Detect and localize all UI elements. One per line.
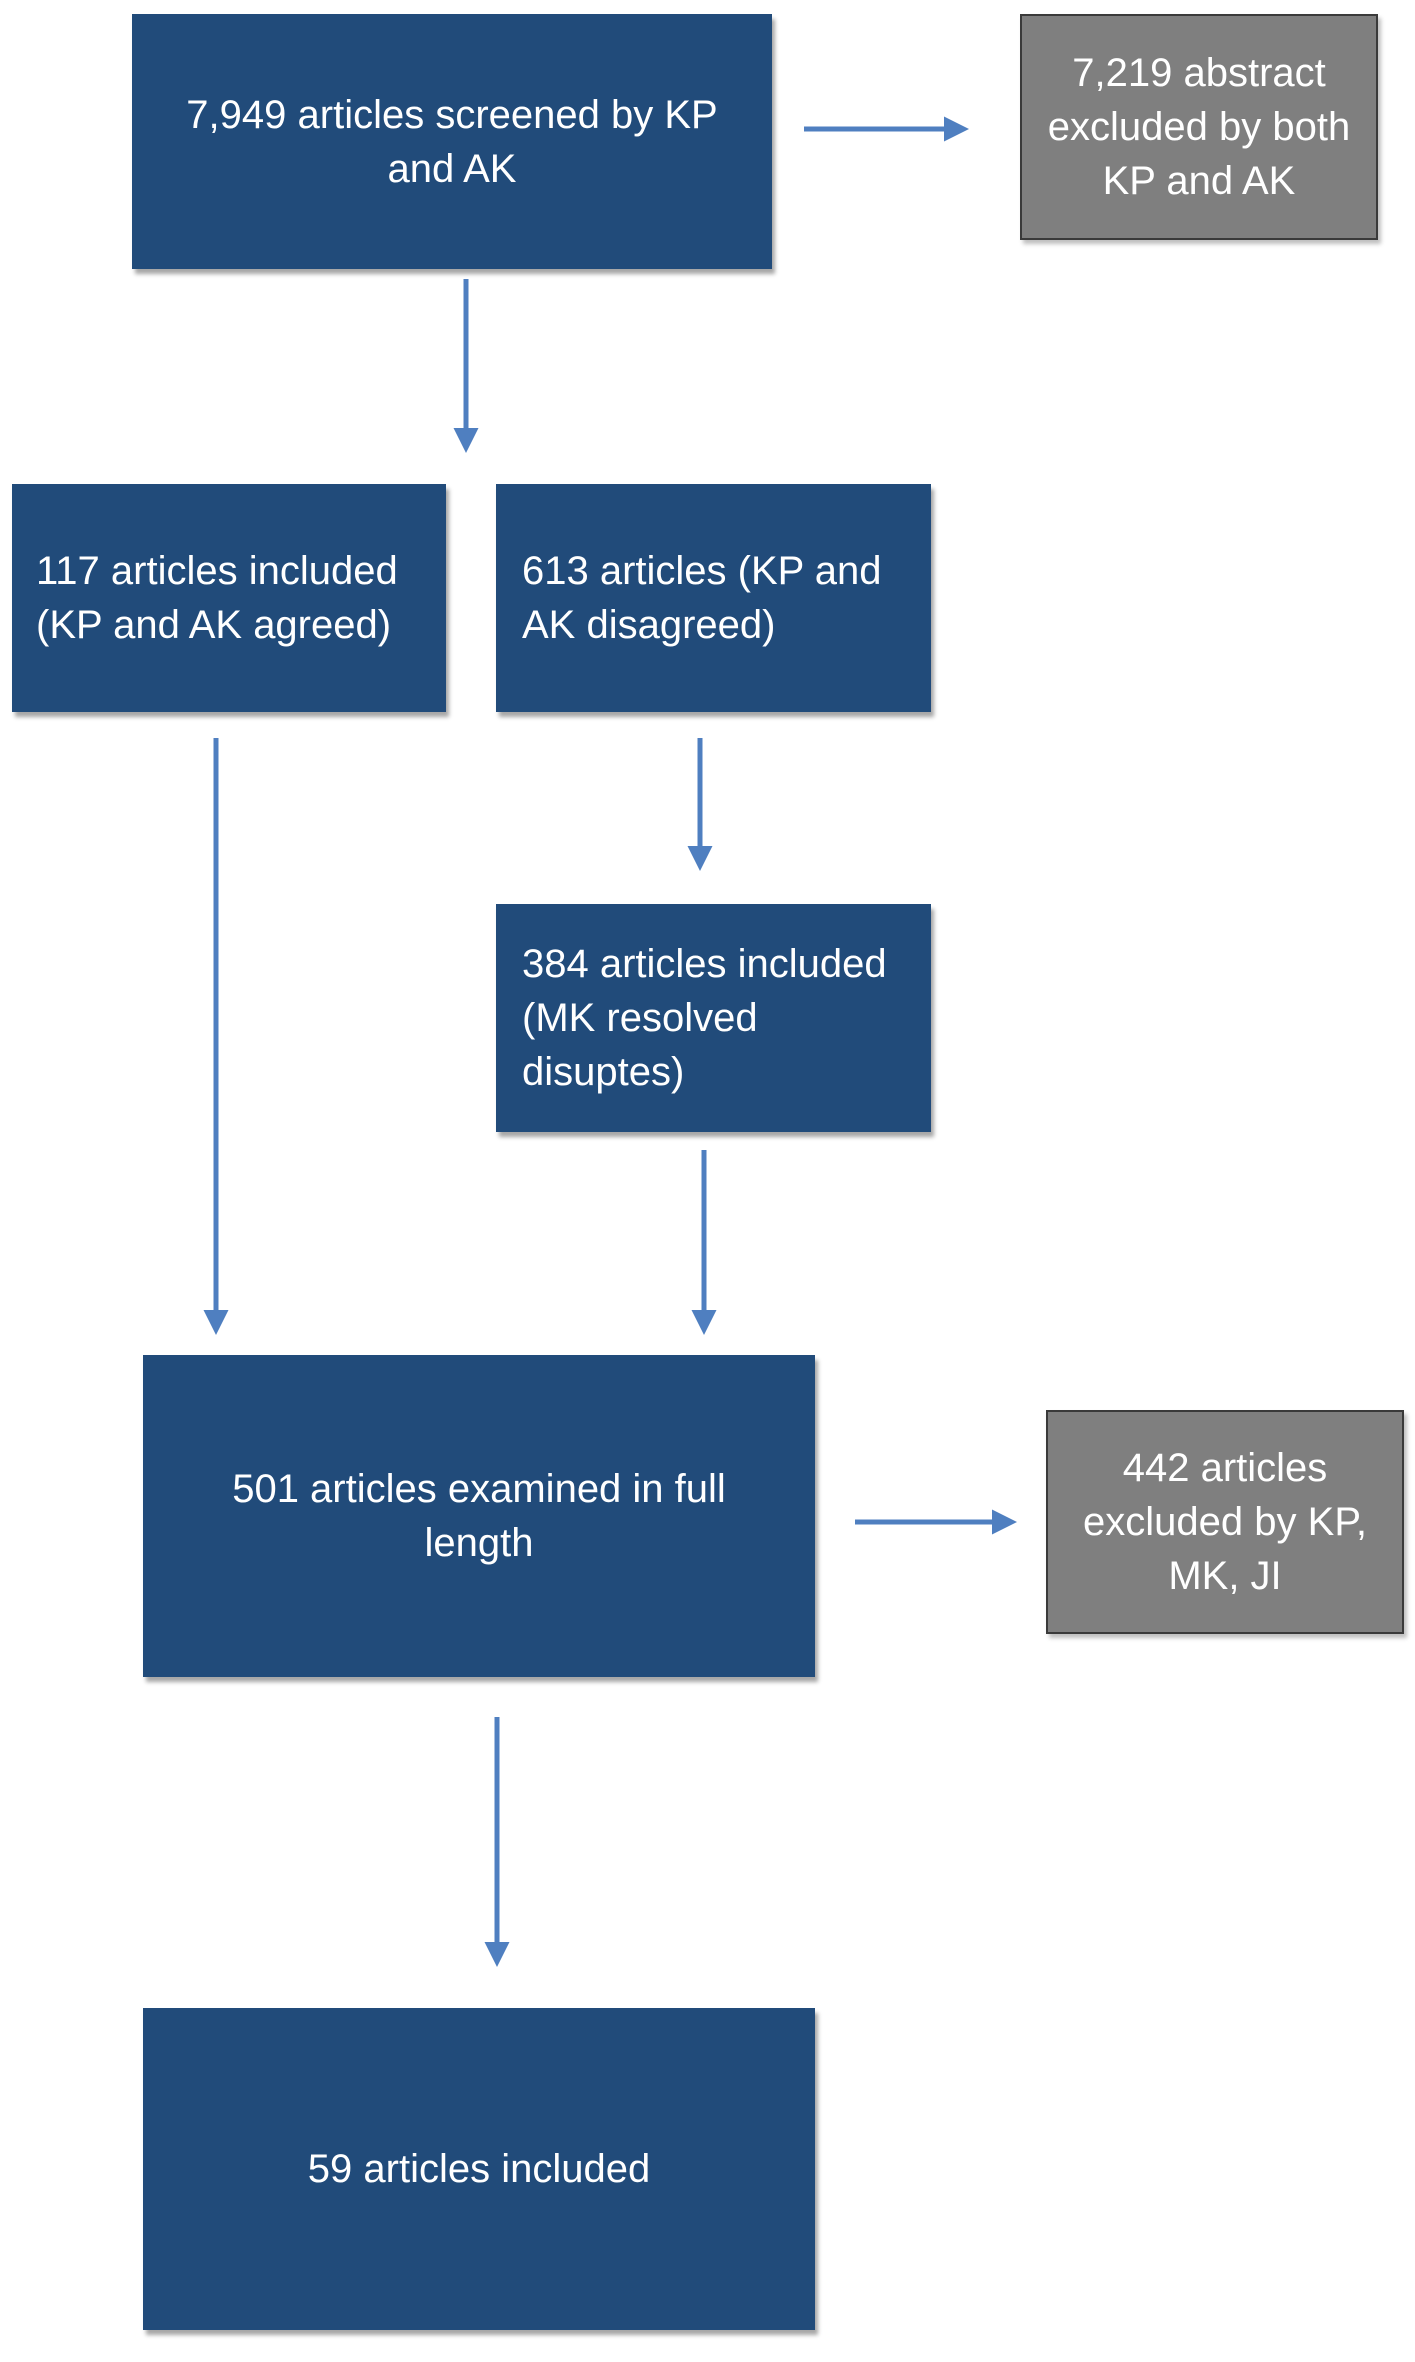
final-included-text: 59 articles included	[307, 2147, 651, 2191]
disagreed-text: 613 articles (KP and AK disagreed)	[522, 549, 882, 647]
included-agreed-box: 117 articles included (KP and AK agreed)	[12, 484, 446, 712]
disagreed-box: 613 articles (KP and AK disagreed)	[496, 484, 931, 712]
final-included-box: 59 articles included	[143, 2008, 815, 2330]
included-resolved-text: 384 articles included (MK resolved disup…	[522, 942, 887, 1094]
included-resolved-box: 384 articles included (MK resolved disup…	[496, 904, 931, 1132]
screened-articles-box: 7,949 articles screened by KP and AK	[132, 14, 772, 269]
screened-articles-text: 7,949 articles screened by KP and AK	[186, 92, 718, 191]
full-excluded-text: 442 articles excluded by KP, MK, JI	[1083, 1446, 1367, 1598]
full-length-text: 501 articles examined in full length	[232, 1467, 726, 1565]
abstract-excluded-text: 7,219 abstract excluded by both KP and A…	[1047, 51, 1351, 203]
full-length-box: 501 articles examined in full length	[143, 1355, 815, 1677]
full-excluded-box: 442 articles excluded by KP, MK, JI	[1046, 1410, 1404, 1634]
abstract-excluded-box: 7,219 abstract excluded by both KP and A…	[1020, 14, 1378, 240]
included-agreed-text: 117 articles included (KP and AK agreed)	[36, 549, 398, 647]
